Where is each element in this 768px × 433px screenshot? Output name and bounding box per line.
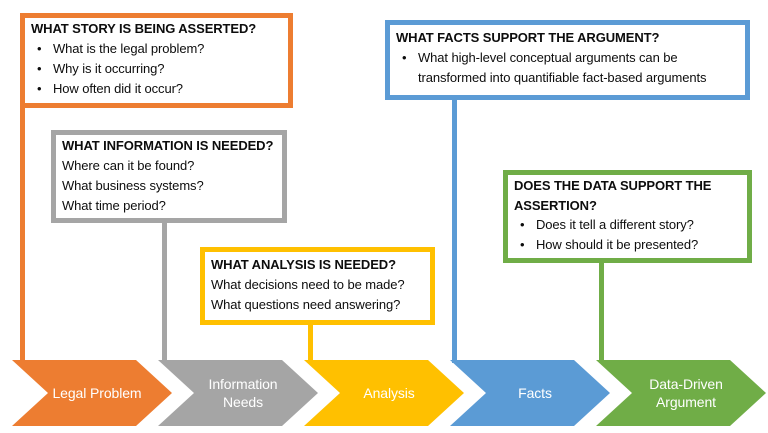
callout-title: WHAT STORY IS BEING ASSERTED? xyxy=(31,21,257,36)
process-step-facts: Facts xyxy=(450,360,610,426)
callout-item: How should it be presented? xyxy=(514,235,741,255)
callout-title: WHAT FACTS SUPPORT THE ARGUMENT? xyxy=(396,30,660,45)
callout-what-facts: WHAT FACTS SUPPORT THE ARGUMENT? What hi… xyxy=(385,20,750,100)
callout-item: How often did it occur? xyxy=(31,79,282,99)
process-step-legal-problem: Legal Problem xyxy=(12,360,172,426)
callout-item: What is the legal problem? xyxy=(31,39,282,59)
callout-item: Why is it occurring? xyxy=(31,59,282,79)
callout-item: What questions need answering? xyxy=(211,296,401,312)
process-step-information-needs: Information Needs xyxy=(158,360,318,426)
callout-what-analysis: WHAT ANALYSIS IS NEEDED? What decisions … xyxy=(200,247,435,325)
callout-item: What time period? xyxy=(62,197,166,213)
process-step-label: Facts xyxy=(518,384,552,401)
connector-information-needs xyxy=(162,218,167,363)
connector-facts xyxy=(452,97,457,363)
process-step-label: Information Needs xyxy=(208,375,278,410)
process-step-label: Analysis xyxy=(363,384,415,401)
callout-item: What high-level conceptual arguments can… xyxy=(396,48,739,88)
process-step-analysis: Analysis xyxy=(304,360,464,426)
connector-legal-problem xyxy=(20,105,25,363)
callout-item: Where can it be found? xyxy=(62,157,195,173)
callout-item: Does it tell a different story? xyxy=(514,215,741,235)
process-step-label: Legal Problem xyxy=(52,384,142,401)
callout-item: What business systems? xyxy=(62,177,204,193)
callout-title: WHAT INFORMATION IS NEEDED? xyxy=(62,138,274,153)
process-step-data-driven-argument: Data-Driven Argument xyxy=(596,360,766,426)
connector-data-driven xyxy=(599,258,604,363)
callout-item: What decisions need to be made? xyxy=(211,276,405,292)
callout-does-data-support: DOES THE DATA SUPPORT THE ASSERTION? Doe… xyxy=(503,170,752,263)
callout-title: DOES THE DATA SUPPORT THE ASSERTION? xyxy=(514,178,712,213)
process-step-label: Data-Driven Argument xyxy=(649,375,723,410)
connector-analysis xyxy=(308,320,313,363)
callout-what-information: WHAT INFORMATION IS NEEDED? Where can it… xyxy=(51,130,287,223)
callout-title: WHAT ANALYSIS IS NEEDED? xyxy=(211,257,396,272)
callout-what-story: WHAT STORY IS BEING ASSERTED? What is th… xyxy=(20,13,293,108)
